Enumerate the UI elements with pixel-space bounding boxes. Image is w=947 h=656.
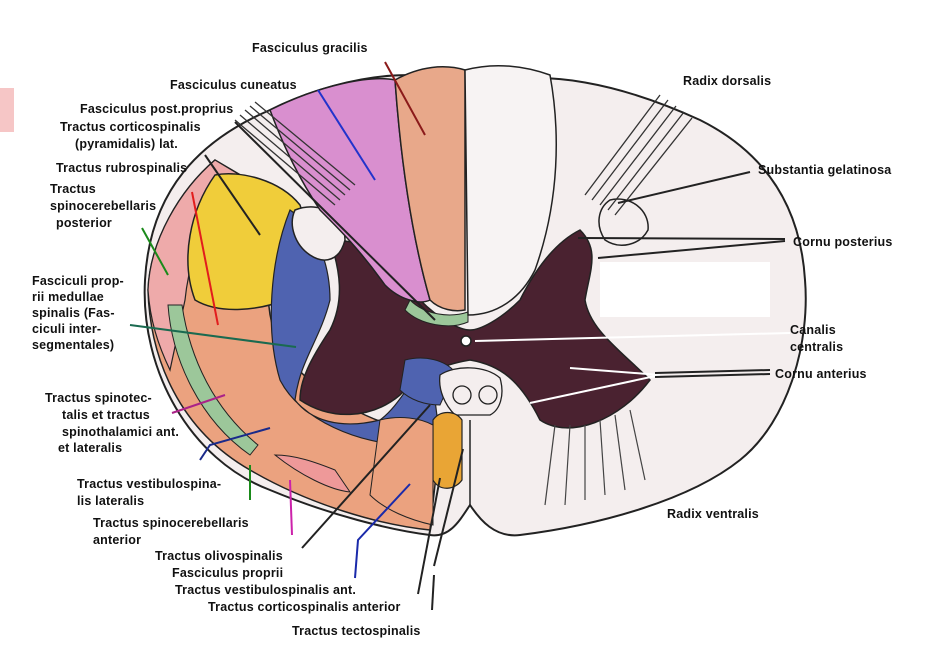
label-tractus-corticospinalis-lat-2: (pyramidalis) lat.: [75, 137, 178, 151]
label-tractus-spinotectalis-3: spinothalamici ant.: [62, 425, 179, 439]
label-tractus-spinocerebellaris-post-3: posterior: [56, 216, 112, 230]
pointer-lines: [129, 61, 791, 611]
label-tractus-spinotectalis-1: Tractus spinotec-: [45, 391, 152, 405]
label-substantia-gelatinosa: Substantia gelatinosa: [758, 163, 892, 177]
label-tractus-tectospinalis: Tractus tectospinalis: [292, 624, 421, 638]
dorsal-rootlets-right: [584, 94, 693, 216]
blue-tract-left: [270, 209, 441, 446]
post-proprius-strip: [404, 299, 469, 327]
label-tractus-spinotectalis-2: talis et tractus: [62, 408, 150, 422]
label-tractus-vestibulospinalis-ant: Tractus vestibulospinalis ant.: [175, 583, 356, 597]
label-cornu-anterius: Cornu anterius: [775, 367, 867, 381]
edge-smudge: [0, 88, 14, 132]
label-tractus-spinocerebellaris-ant-2: anterior: [93, 533, 141, 547]
dorsal-rootlets-left: [234, 101, 356, 206]
label-tractus-rubrospinalis: Tractus rubrospinalis: [56, 161, 187, 175]
label-fasciculus-post-proprius: Fasciculus post.proprius: [80, 102, 233, 116]
anterior-funiculus-left: [369, 417, 434, 526]
label-backdrop-patch: [600, 262, 770, 317]
anterior-lobe-left: [452, 385, 472, 405]
posterior-horn-cap-right: [598, 198, 649, 246]
label-fasciculus-gracilis: Fasciculus gracilis: [252, 41, 368, 55]
label-tractus-corticospinalis-lat-1: Tractus corticospinalis: [60, 120, 201, 134]
label-fasciculi-proprii-3: spinalis (Fas-: [32, 306, 115, 320]
label-tractus-spinocerebellaris-ant-1: Tractus spinocerebellaris: [93, 516, 249, 530]
label-fasciculi-proprii-4: ciculi inter-: [32, 322, 101, 336]
anterior-lobe-right: [478, 385, 498, 405]
spinocerebellaris-anterior-region: [273, 454, 352, 493]
dorsal-column-right: [464, 64, 557, 316]
ventral-rootlets-right: [544, 409, 646, 506]
green-band: [167, 304, 259, 456]
label-fasciculi-proprii-5: segmentales): [32, 338, 114, 352]
label-tractus-spinocerebellaris-post-1: Tractus: [50, 182, 96, 196]
label-tractus-spinotectalis-4: et lateralis: [58, 441, 122, 455]
label-fasciculi-proprii-1: Fasciculi prop-: [32, 274, 124, 288]
corticospinalis-anterior-strip: [432, 411, 463, 489]
central-canal: [460, 335, 472, 347]
label-cornu-posterius: Cornu posterius: [793, 235, 893, 249]
label-backdrop-patch-bottom: [440, 540, 710, 610]
label-tractus-corticospinalis-anterior: Tractus corticospinalis anterior: [208, 600, 401, 614]
label-radix-ventralis: Radix ventralis: [667, 507, 759, 521]
label-tractus-vestibulospinalis-lat-1: Tractus vestibulospina-: [77, 477, 221, 491]
fasciculus-gracilis-region: [394, 66, 466, 312]
label-canalis-centralis-1: Canalis: [790, 323, 836, 337]
label-radix-dorsalis: Radix dorsalis: [683, 74, 771, 88]
label-fasciculus-cuneatus: Fasciculus cuneatus: [170, 78, 297, 92]
label-canalis-centralis-2: centralis: [790, 340, 843, 354]
label-tractus-vestibulospinalis-lat-2: lis lateralis: [77, 494, 144, 508]
label-fasciculus-proprii: Fasciculus proprii: [172, 566, 283, 580]
label-tractus-spinocerebellaris-post-2: spinocerebellaris: [50, 199, 156, 213]
label-fasciculi-proprii-2: rii medullae: [32, 290, 104, 304]
label-tractus-olivospinalis: Tractus olivospinalis: [155, 549, 283, 563]
